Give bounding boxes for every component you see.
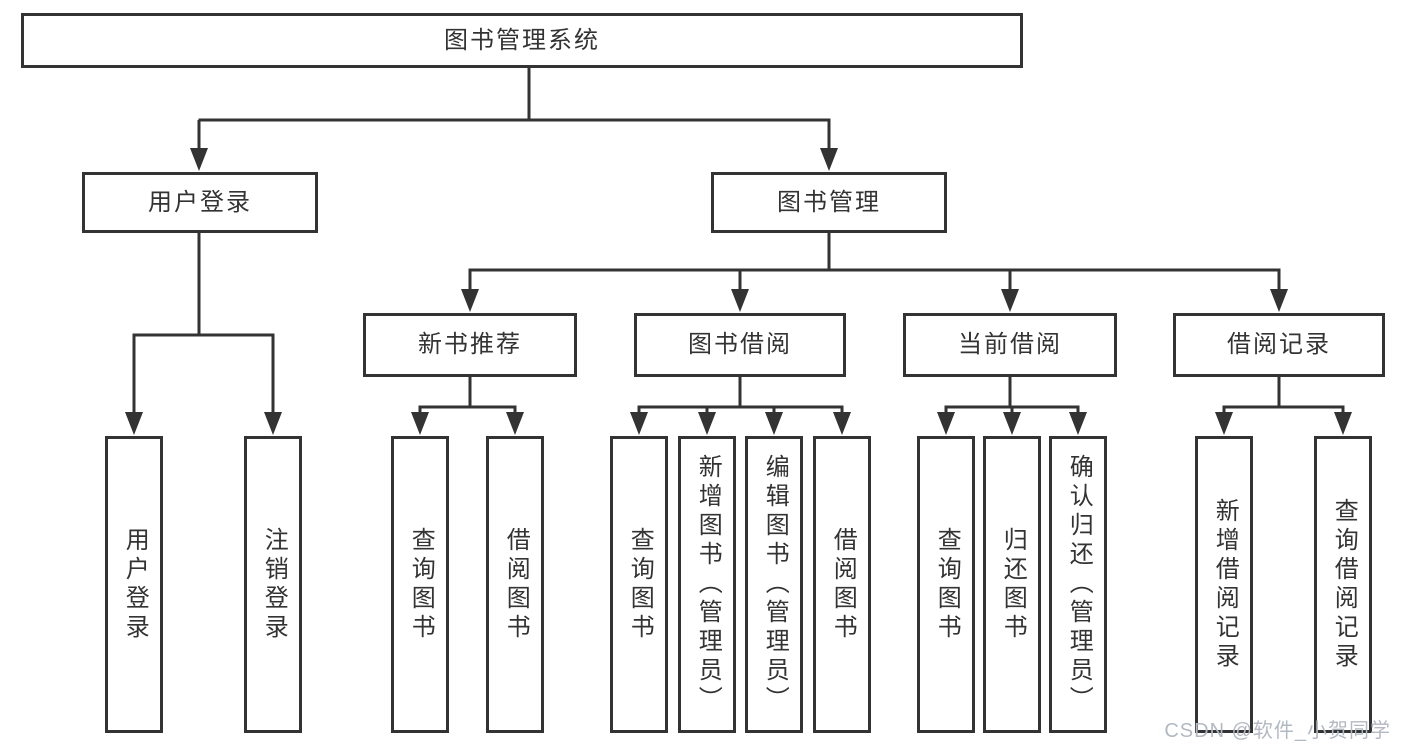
connector-new-book-split	[418, 377, 517, 414]
leaf-return-book-label: 归还图书	[999, 526, 1027, 643]
watermark: CSDN @软件_小贺同学	[1164, 720, 1391, 742]
leaf-borrow-edit-admin-label: 编辑图书（管理员）	[761, 454, 789, 715]
node-book-borrow-label: 图书借阅	[688, 331, 792, 358]
connector-book-management-split	[468, 233, 1281, 291]
connector-current-borrow-split	[944, 377, 1080, 414]
node-new-book-recommend-label: 新书推荐	[418, 331, 522, 358]
leaf-query-borrow-record-label: 查询借阅记录	[1330, 497, 1358, 672]
leaf-borrow-edit-admin: 编辑图书（管理员）	[745, 436, 803, 733]
leaf-user-login-label: 用户登录	[121, 526, 149, 643]
connector-user-login-split	[132, 233, 275, 414]
leaf-current-query-label: 查询图书	[933, 526, 961, 643]
node-root: 图书管理系统	[21, 13, 1023, 68]
node-book-management: 图书管理	[711, 172, 947, 233]
leaf-borrow-add-admin: 新增图书（管理员）	[678, 436, 736, 733]
leaf-logout-label: 注销登录	[260, 526, 288, 643]
node-book-borrow: 图书借阅	[634, 313, 846, 377]
connector-root-to-level2	[197, 68, 831, 150]
leaf-return-book: 归还图书	[983, 436, 1041, 733]
leaf-borrow-query: 查询图书	[610, 436, 668, 733]
node-current-borrow: 当前借阅	[903, 313, 1117, 377]
node-book-management-label: 图书管理	[777, 188, 881, 216]
node-new-book-recommend: 新书推荐	[363, 313, 577, 377]
node-borrow-records-label: 借阅记录	[1227, 331, 1331, 358]
connector-book-borrow-split	[637, 377, 844, 414]
node-user-login-label: 用户登录	[148, 188, 252, 216]
leaf-borrow-book: 借阅图书	[813, 436, 871, 733]
connector-borrow-records-split	[1222, 377, 1345, 414]
leaf-borrow-book-label: 借阅图书	[829, 526, 857, 643]
leaf-borrow-add-admin-label: 新增图书（管理员）	[694, 454, 722, 715]
leaf-current-query: 查询图书	[917, 436, 975, 733]
node-user-login: 用户登录	[82, 172, 318, 233]
node-current-borrow-label: 当前借阅	[958, 331, 1062, 358]
node-borrow-records: 借阅记录	[1173, 313, 1385, 377]
leaf-newbook-query-label: 查询图书	[407, 526, 435, 643]
leaf-confirm-return-admin: 确认归还（管理员）	[1049, 436, 1107, 733]
leaf-borrow-query-label: 查询图书	[626, 526, 654, 643]
leaf-newbook-borrow: 借阅图书	[486, 436, 544, 733]
node-root-label: 图书管理系统	[444, 26, 600, 54]
leaf-query-borrow-record: 查询借阅记录	[1314, 436, 1372, 733]
leaf-logout: 注销登录	[244, 436, 302, 733]
leaf-newbook-borrow-label: 借阅图书	[502, 526, 530, 643]
leaf-add-borrow-record: 新增借阅记录	[1195, 436, 1253, 733]
leaf-user-login: 用户登录	[105, 436, 163, 733]
leaf-confirm-return-admin-label: 确认归还（管理员）	[1065, 454, 1093, 715]
leaf-newbook-query: 查询图书	[391, 436, 449, 733]
leaf-add-borrow-record-label: 新增借阅记录	[1211, 497, 1239, 672]
arrowheads	[125, 148, 1352, 435]
